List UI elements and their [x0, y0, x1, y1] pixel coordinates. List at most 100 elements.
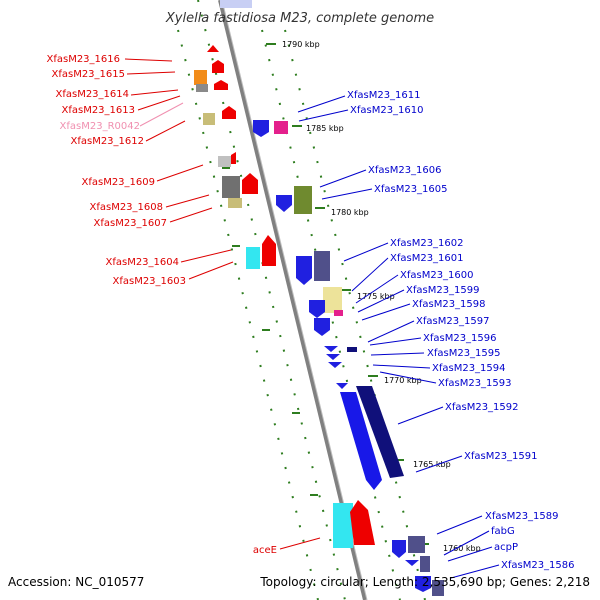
leader-1586: [450, 564, 500, 579]
gene-r0042[interactable]: [203, 113, 215, 125]
leader-1597: [367, 320, 415, 343]
label-acpp[interactable]: acpP: [494, 542, 518, 553]
gene-acee-red[interactable]: [350, 500, 375, 545]
gene-1593-mark[interactable]: [347, 347, 357, 352]
gene-1613[interactable]: [214, 80, 228, 90]
label-1589[interactable]: XfasM23_1589: [485, 511, 559, 522]
label-1599[interactable]: XfasM23_1599: [406, 285, 480, 296]
gene-1609-red[interactable]: [231, 152, 236, 164]
gene-1608[interactable]: [222, 176, 240, 198]
label-r0042[interactable]: XfasM23_R0042: [60, 121, 140, 132]
gene-1600[interactable]: [323, 287, 342, 313]
leader-1593: [379, 371, 437, 384]
label-1615[interactable]: XfasM23_1615: [51, 69, 125, 80]
label-acee[interactable]: aceE: [253, 545, 277, 556]
gene-1610[interactable]: [274, 121, 288, 134]
gene-1608-red[interactable]: [242, 173, 258, 194]
label-1595[interactable]: XfasM23_1595: [427, 348, 501, 359]
label-1593[interactable]: XfasM23_1593: [438, 378, 512, 389]
leader-1613: [137, 95, 181, 111]
genome-backbone: [218, 0, 367, 600]
map-title: Xylella fastidiosa M23, complete genome: [165, 11, 434, 26]
leader-1589: [436, 515, 483, 535]
leader-1596: [369, 337, 422, 346]
label-1608[interactable]: XfasM23_1608: [89, 202, 163, 213]
gene-fabg[interactable]: [405, 560, 419, 566]
leader-1608: [165, 194, 210, 208]
gene-1595[interactable]: [326, 354, 340, 360]
label-1612[interactable]: XfasM23_1612: [70, 136, 144, 147]
label-1586[interactable]: XfasM23_1586: [501, 560, 575, 571]
gene-1589[interactable]: [408, 536, 425, 553]
label-1591[interactable]: XfasM23_1591: [464, 451, 538, 462]
label-1613[interactable]: XfasM23_1613: [61, 105, 135, 116]
left-strand-features: [194, 45, 375, 548]
topology-text: Topology: circular; Length: 2,535,690 bp…: [259, 575, 590, 589]
gene-1591[interactable]: [356, 386, 404, 478]
label-1611[interactable]: XfasM23_1611: [347, 90, 421, 101]
leader-acee: [279, 537, 321, 550]
label-1610[interactable]: XfasM23_1610: [350, 105, 424, 116]
gene-1607[interactable]: [228, 198, 242, 208]
gene-1606[interactable]: [276, 195, 292, 212]
gene-1586[interactable]: [415, 576, 431, 592]
label-1609[interactable]: XfasM23_1609: [81, 177, 155, 188]
kbp-label-1785: 1785 kbp: [306, 124, 344, 133]
gene-1603[interactable]: [262, 235, 276, 266]
label-1598[interactable]: XfasM23_1598: [412, 299, 486, 310]
label-1603[interactable]: XfasM23_1603: [112, 276, 186, 287]
gene-1594[interactable]: [328, 362, 342, 368]
leader-1603: [188, 261, 234, 280]
gene-1609[interactable]: [218, 156, 231, 167]
left-leader-lines: [124, 58, 321, 550]
gene-1596[interactable]: [324, 346, 338, 352]
gene-1589-blue[interactable]: [392, 540, 406, 558]
label-fabg[interactable]: fabG: [491, 526, 515, 537]
label-1600[interactable]: XfasM23_1600: [400, 270, 474, 281]
gene-1592[interactable]: [340, 392, 382, 490]
leader-1609: [156, 164, 204, 182]
gene-1611[interactable]: [253, 120, 269, 137]
leader-1611: [297, 95, 346, 113]
label-1614[interactable]: XfasM23_1614: [55, 89, 129, 100]
kbp-label-1765: 1765 kbp: [413, 460, 451, 469]
label-1592[interactable]: XfasM23_1592: [445, 402, 519, 413]
label-1605[interactable]: XfasM23_1605: [374, 184, 448, 195]
gene-1605[interactable]: [294, 186, 312, 214]
kbp-label-1790: 1790 kbp: [282, 40, 320, 49]
gene-1614-grey[interactable]: [196, 84, 208, 92]
leader-1601: [351, 257, 389, 292]
backbone-highlight: [221, 0, 368, 600]
gene-1593[interactable]: [336, 383, 348, 389]
leader-1599: [357, 289, 405, 313]
leader-1605: [321, 188, 373, 200]
gene-1586-b[interactable]: [432, 580, 444, 596]
right-labels: XfasM23_1611 XfasM23_1610 XfasM23_1606 X…: [347, 90, 575, 571]
gene-1602[interactable]: [296, 256, 312, 285]
gene-1599[interactable]: [334, 310, 343, 316]
label-1604[interactable]: XfasM23_1604: [105, 257, 179, 268]
label-1606[interactable]: XfasM23_1606: [368, 165, 442, 176]
kbp-ticks: [197, 43, 429, 545]
label-1596[interactable]: XfasM23_1596: [423, 333, 497, 344]
gene-acee[interactable]: [333, 503, 353, 548]
label-1594[interactable]: XfasM23_1594: [432, 363, 506, 374]
label-1616[interactable]: XfasM23_1616: [46, 54, 120, 65]
kbp-label-1775: 1775 kbp: [357, 292, 395, 301]
label-1602[interactable]: XfasM23_1602: [390, 238, 464, 249]
gene-1601[interactable]: [314, 251, 330, 281]
gene-1604[interactable]: [246, 247, 260, 269]
gene-1598[interactable]: [309, 300, 325, 318]
gene-1597[interactable]: [314, 318, 330, 336]
gene-1615[interactable]: [212, 60, 224, 73]
gene-acpp[interactable]: [420, 556, 430, 572]
gene-1614[interactable]: [194, 70, 207, 85]
label-1607[interactable]: XfasM23_1607: [93, 218, 167, 229]
gene-1616[interactable]: [207, 45, 219, 52]
gene-1612[interactable]: [222, 106, 236, 119]
kbp-labels: 1790 kbp 1785 kbp 1780 kbp 1775 kbp 1770…: [282, 40, 481, 553]
label-1597[interactable]: XfasM23_1597: [416, 316, 490, 327]
gene-top-faint[interactable]: [220, 0, 252, 8]
label-1601[interactable]: XfasM23_1601: [390, 253, 464, 264]
